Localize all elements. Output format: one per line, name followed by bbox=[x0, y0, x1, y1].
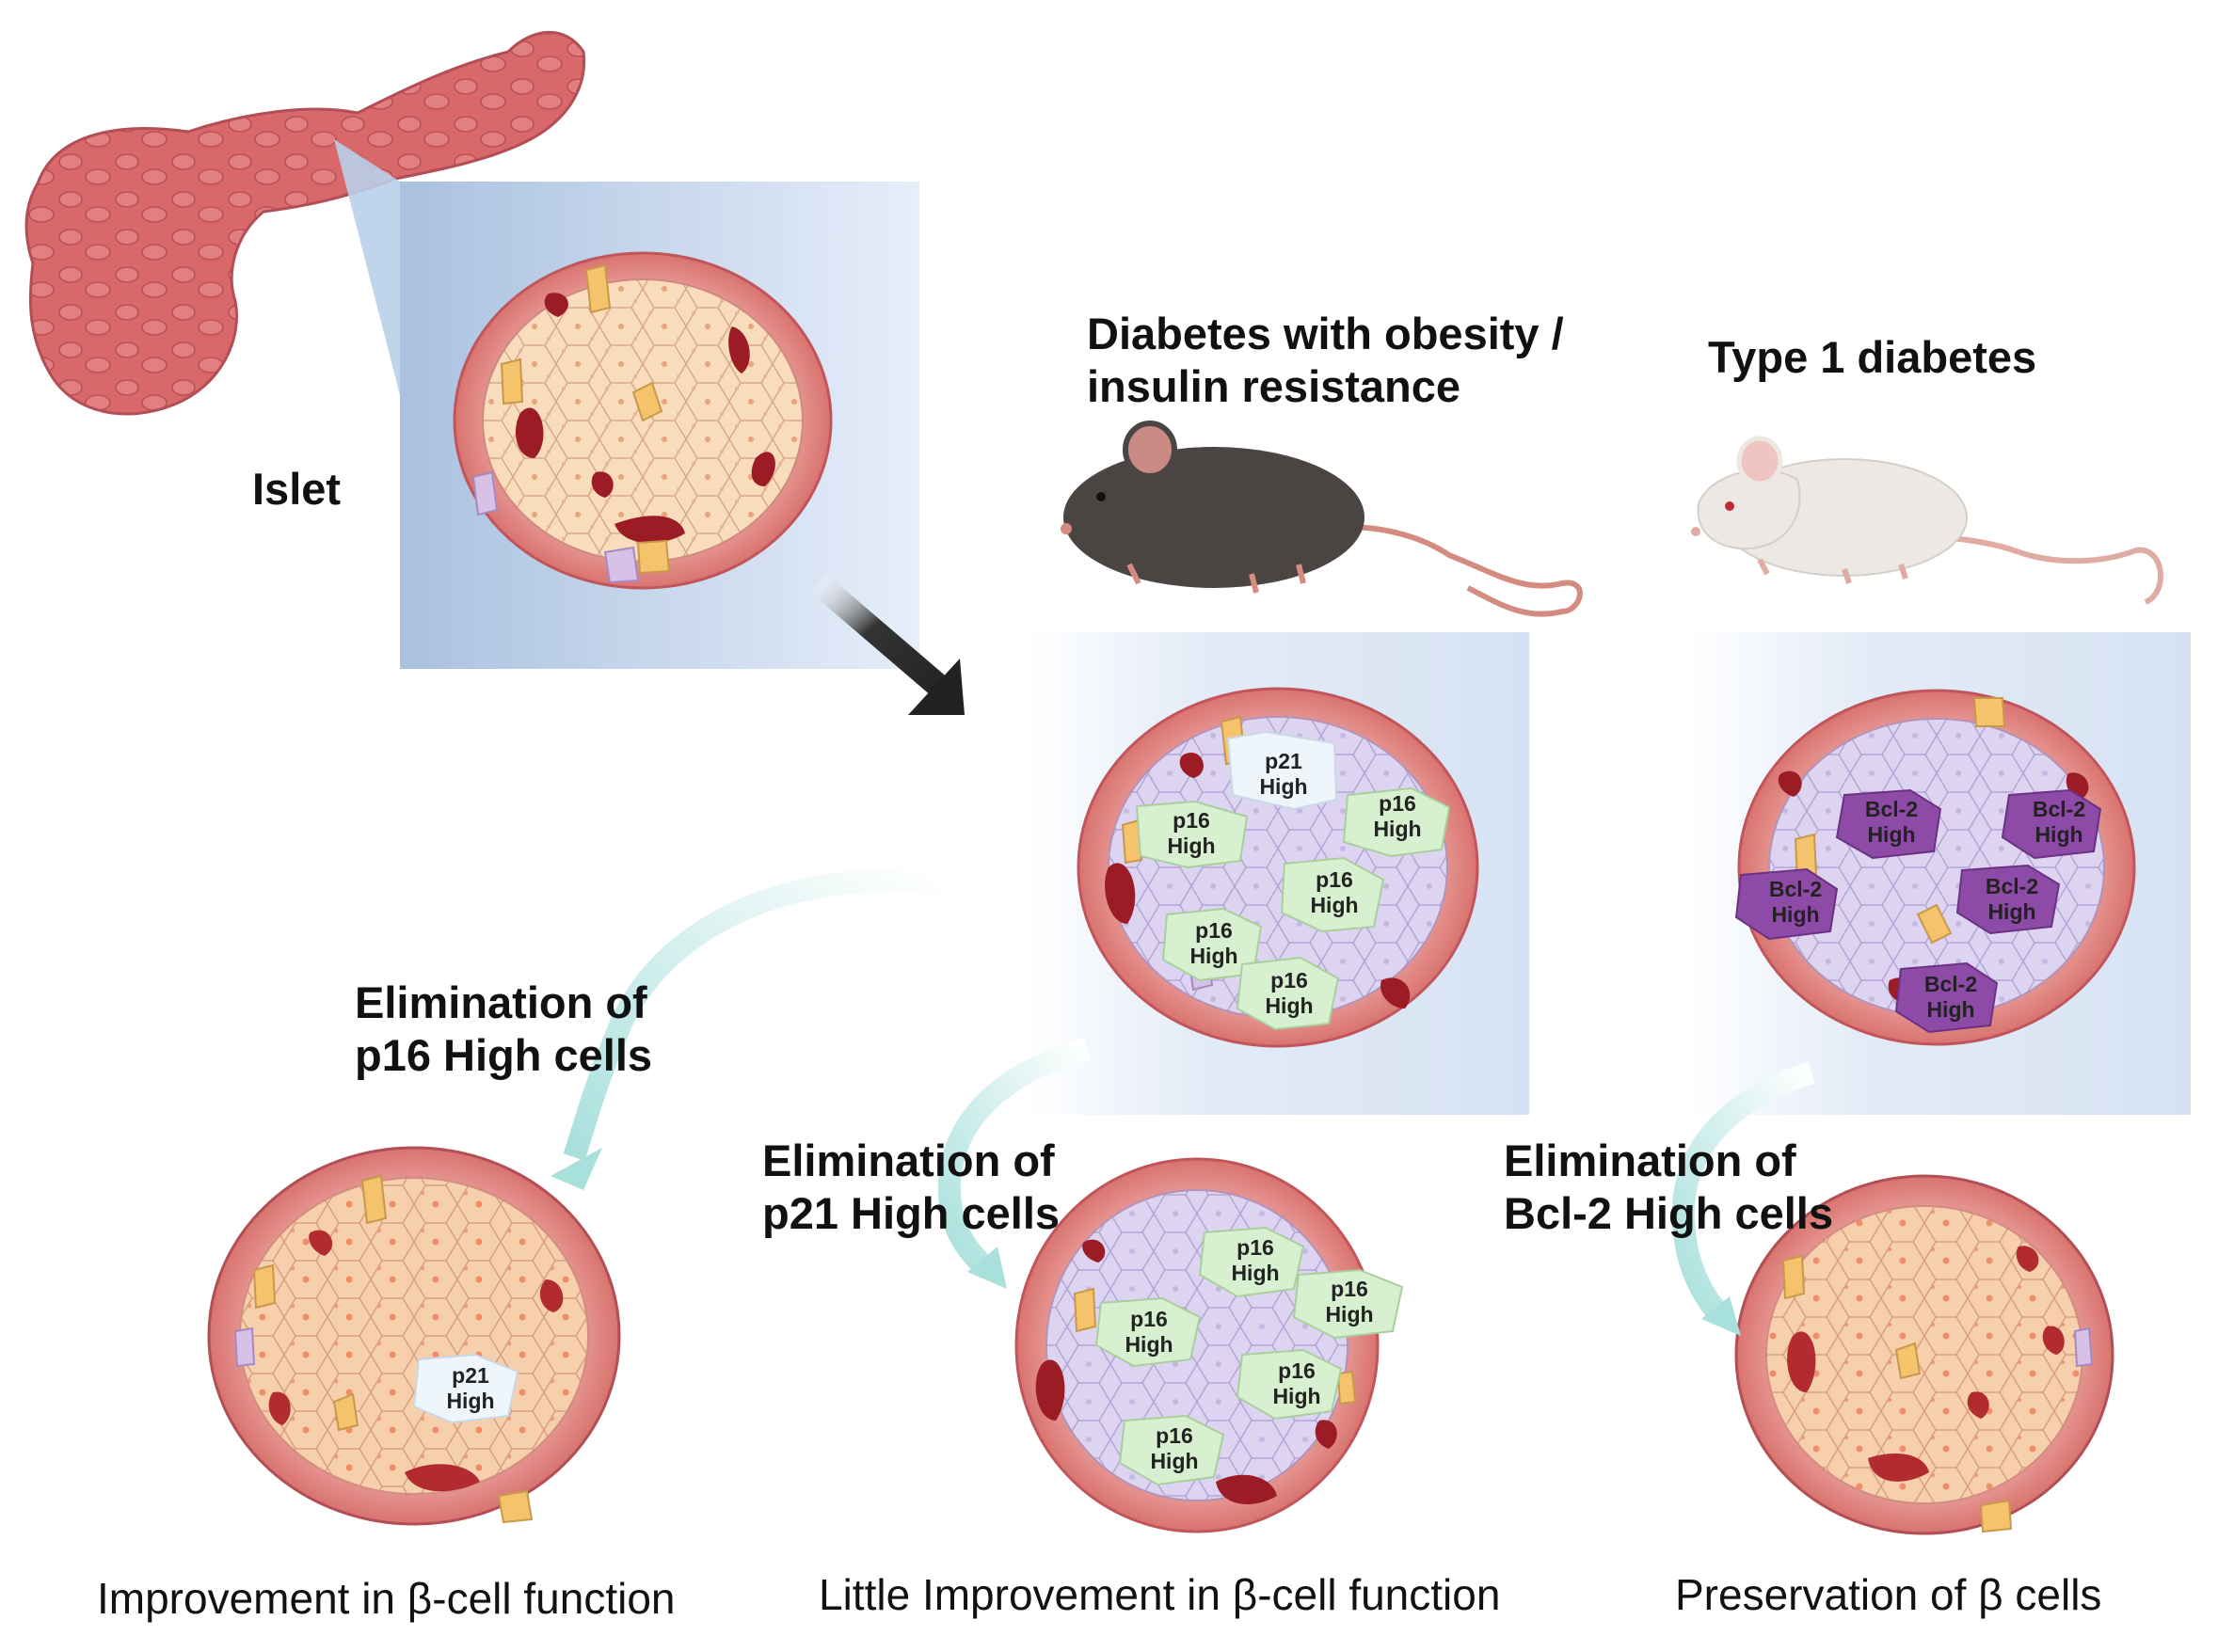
p16-high-cell: p16 High bbox=[1198, 1226, 1305, 1298]
p21-high-cell: p21 High bbox=[1226, 730, 1338, 811]
p16-high-cell: p16 High bbox=[1236, 956, 1340, 1031]
elimination-p16-label: Elimination of p16 High cells bbox=[355, 977, 652, 1082]
elimination-arrow-bcl2 bbox=[1671, 1061, 1815, 1336]
islet-after-bcl2-elimination bbox=[1734, 1174, 2114, 1535]
svg-text:High: High bbox=[1771, 902, 1819, 927]
islet-label: Islet bbox=[252, 464, 342, 514]
svg-text:Bcl-2: Bcl-2 bbox=[1865, 797, 1918, 821]
elimination-bcl2-label: Elimination of Bcl-2 High cells bbox=[1504, 1135, 1833, 1240]
svg-text:p16: p16 bbox=[1173, 808, 1210, 833]
obesity-line-1: Diabetes with obesity / bbox=[1087, 309, 1564, 358]
marker-label: p21 bbox=[1265, 749, 1302, 773]
elim-p16-line-2: p16 High cells bbox=[355, 1030, 653, 1080]
svg-text:p16: p16 bbox=[1379, 791, 1416, 816]
outcome-preservation: Preservation of β cells bbox=[1675, 1570, 2102, 1619]
elimination-arrow-p21 bbox=[937, 1038, 1091, 1289]
obesity-line-2: insulin resistance bbox=[1087, 361, 1461, 411]
p16-high-cell: p16 High bbox=[1292, 1268, 1404, 1340]
svg-text:High: High bbox=[1867, 822, 1915, 847]
bcl2-high-cell: Bcl-2 High bbox=[1955, 864, 2061, 935]
bcl2-high-cell: Bcl-2 High bbox=[2001, 788, 2102, 860]
bcl2-high-cell: Bcl-2 High bbox=[1734, 867, 1839, 941]
elim-p21-line-2: p21 High cells bbox=[762, 1188, 1061, 1238]
svg-text:High: High bbox=[1265, 993, 1313, 1018]
svg-text:Bcl-2: Bcl-2 bbox=[1924, 972, 1977, 996]
obesity-diabetes-label: Diabetes with obesity / insulin resistan… bbox=[1087, 308, 1564, 413]
svg-text:p16: p16 bbox=[1331, 1277, 1368, 1301]
normal-islet-top bbox=[453, 251, 833, 590]
type1-diabetes-label: Type 1 diabetes bbox=[1708, 332, 2037, 382]
elimination-p21-label: Elimination of p21 High cells bbox=[762, 1135, 1060, 1240]
elim-p16-line-1: Elimination of bbox=[355, 977, 647, 1027]
svg-text:p16: p16 bbox=[1195, 918, 1233, 943]
svg-text:High: High bbox=[1125, 1332, 1173, 1357]
zoom-down-arrow bbox=[810, 574, 965, 715]
elimination-arrow-p16 bbox=[551, 869, 943, 1190]
svg-text:p16: p16 bbox=[1278, 1358, 1316, 1383]
svg-text:High: High bbox=[1167, 834, 1215, 858]
p16-high-cell: p16 High bbox=[1280, 856, 1385, 933]
svg-text:High: High bbox=[1987, 899, 2035, 924]
svg-text:High: High bbox=[2034, 822, 2082, 847]
svg-text:p16: p16 bbox=[1156, 1423, 1193, 1448]
svg-text:High: High bbox=[1926, 997, 1974, 1022]
svg-text:Bcl-2: Bcl-2 bbox=[1986, 874, 2038, 898]
p16-high-cell: p16 High bbox=[1094, 1296, 1202, 1368]
svg-text:p16: p16 bbox=[1316, 867, 1353, 892]
outcome-little-improvement: Little Improvement in β-cell function bbox=[819, 1570, 1501, 1619]
svg-text:High: High bbox=[1272, 1384, 1320, 1408]
marker-level: High bbox=[1259, 774, 1307, 799]
p21-high-cell: p21 High bbox=[412, 1353, 519, 1424]
elim-bcl2-line-2: Bcl-2 High cells bbox=[1504, 1188, 1833, 1238]
svg-text:p16: p16 bbox=[1270, 968, 1308, 993]
white-mouse-illustration bbox=[1691, 436, 2163, 605]
svg-text:p16: p16 bbox=[1130, 1307, 1168, 1331]
bcl2-high-cell: Bcl-2 High bbox=[1835, 788, 1942, 860]
svg-text:High: High bbox=[1189, 944, 1237, 968]
svg-text:Bcl-2: Bcl-2 bbox=[2033, 797, 2085, 821]
pancreas-illustration bbox=[24, 30, 586, 416]
p16-high-cell: p16 High bbox=[1342, 786, 1451, 858]
svg-text:High: High bbox=[1310, 893, 1358, 917]
p16-high-cell: p16 High bbox=[1135, 800, 1249, 869]
svg-text:High: High bbox=[1373, 817, 1421, 841]
bcl2-high-cell: Bcl-2 High bbox=[1894, 961, 1999, 1034]
black-mouse-illustration bbox=[1061, 421, 1583, 617]
elim-p21-line-1: Elimination of bbox=[762, 1136, 1055, 1185]
svg-text:High: High bbox=[1231, 1261, 1279, 1285]
svg-text:Bcl-2: Bcl-2 bbox=[1769, 877, 1822, 901]
senescent-islet-type1 bbox=[1737, 689, 2136, 1046]
svg-text:High: High bbox=[1150, 1449, 1198, 1473]
islet-after-p16-elimination bbox=[207, 1146, 621, 1526]
svg-text:p21: p21 bbox=[452, 1363, 489, 1388]
outcome-improvement: Improvement in β-cell function bbox=[97, 1574, 676, 1623]
svg-text:High: High bbox=[1325, 1302, 1373, 1326]
p16-high-cell: p16 High bbox=[1236, 1348, 1343, 1421]
svg-text:p16: p16 bbox=[1237, 1235, 1274, 1260]
svg-text:High: High bbox=[446, 1389, 494, 1413]
p16-high-cell: p16 High bbox=[1118, 1414, 1225, 1486]
elim-bcl2-line-1: Elimination of bbox=[1504, 1136, 1796, 1185]
